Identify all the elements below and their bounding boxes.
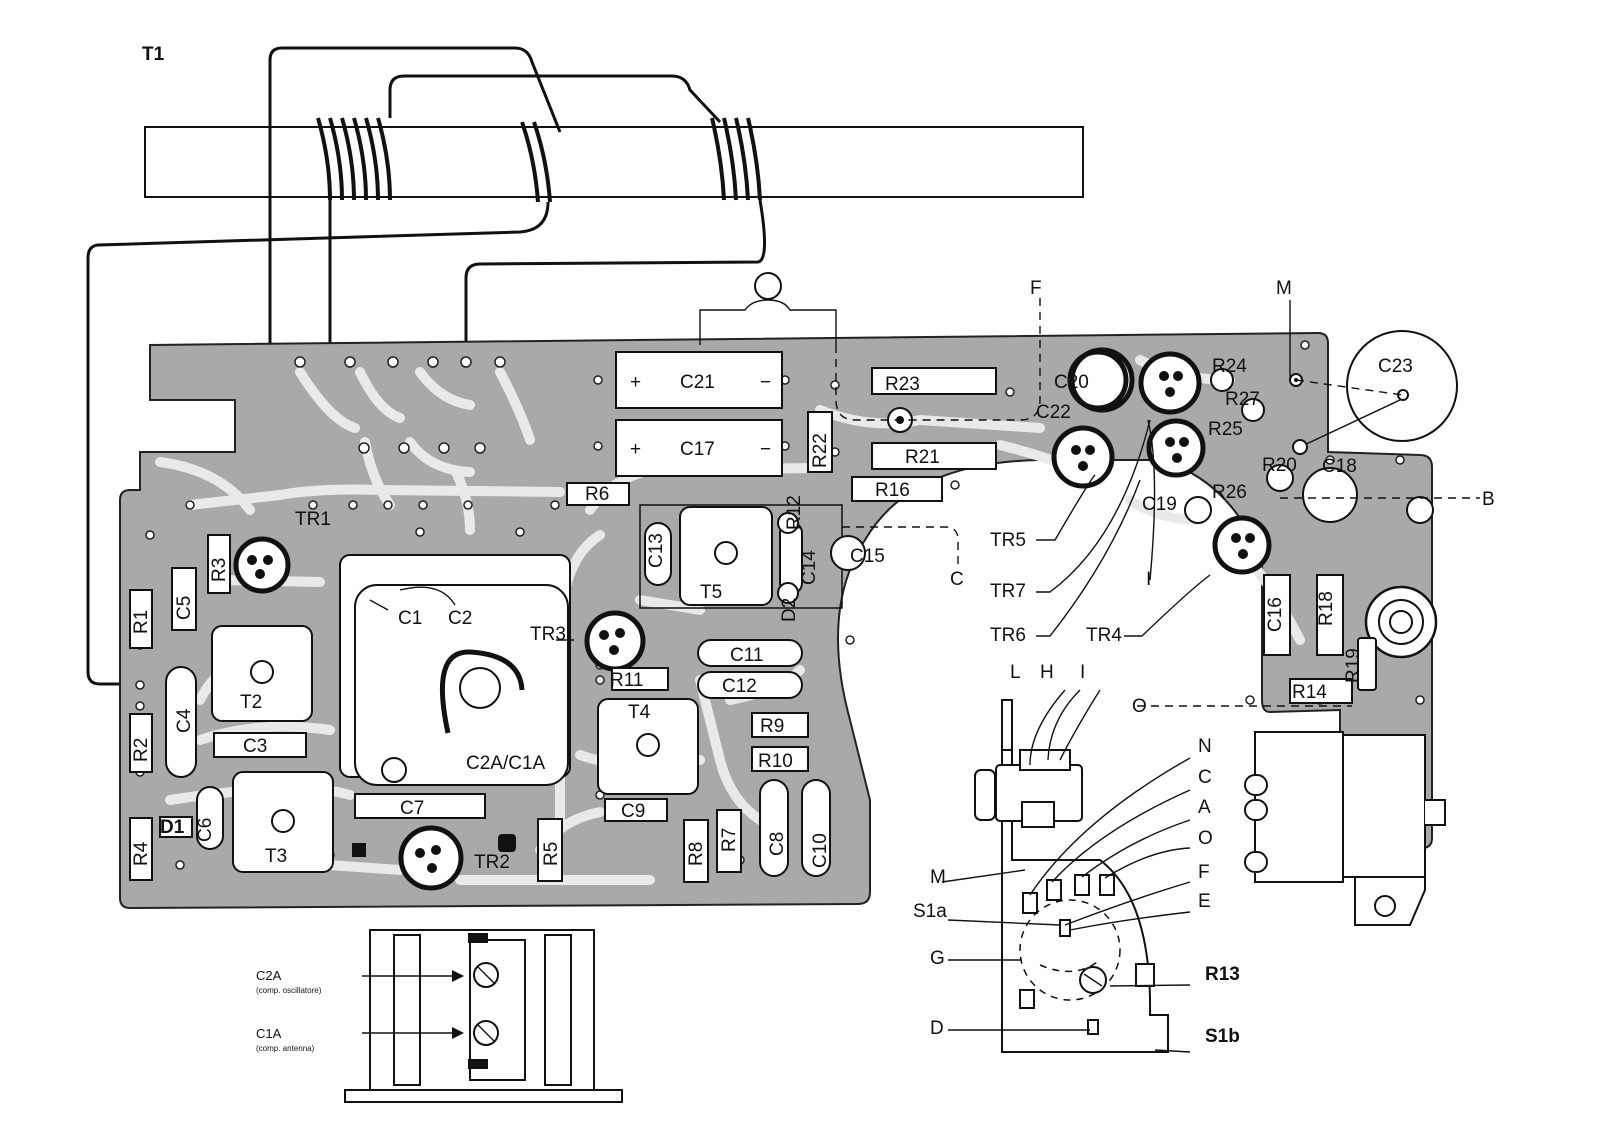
label-switch_right-s1b: S1b (1205, 1026, 1240, 1047)
label-pcb-c4: C4 (174, 708, 195, 733)
svg-text:+: + (630, 439, 641, 460)
label-pcb-c7: C7 (400, 798, 424, 819)
label-pcb-tr1: TR1 (295, 509, 331, 530)
label-pcb-c17: C17 (680, 439, 715, 460)
label-pcb-r1: R1 (131, 610, 152, 634)
label-pcb-c1: C1 (398, 608, 422, 629)
label-pcb-c3: C3 (243, 736, 267, 757)
svg-text:+: + (630, 372, 641, 393)
label-points-o: O (1132, 696, 1147, 717)
trimmer-inset: C2A (comp. oscillatore) C1A (comp. anten… (256, 929, 623, 1103)
label-pcb-r14: R14 (1292, 682, 1327, 703)
label-pcb-c8: C8 (767, 832, 788, 856)
label-pcb-c16: C16 (1265, 597, 1286, 632)
callout-leaders (556, 419, 1211, 641)
label-switch_right-r13: R13 (1205, 964, 1240, 985)
label-pcb-r27: R27 (1225, 389, 1260, 410)
label-pcb-c15: C15 (850, 546, 885, 567)
label-switch_right-f: F (1198, 862, 1210, 883)
label-pcb-c20: C20 (1054, 372, 1089, 393)
label-pcb-r8: R8 (686, 842, 707, 866)
label-callouts_left-tr7: TR7 (990, 581, 1026, 602)
label-pcb-c2: C2 (448, 608, 472, 629)
label-pcb-r11: R11 (610, 670, 643, 691)
label-pcb-r5: R5 (541, 842, 562, 866)
svg-text:−: − (760, 439, 771, 460)
label-pcb-c12: C12 (722, 676, 757, 697)
trimmer-c2a-label: C2A (256, 968, 282, 983)
label-switch_right-a: A (1198, 797, 1211, 818)
label-pcb-t3: T3 (265, 846, 287, 867)
label-switch_right-n: N (1198, 736, 1212, 757)
label-pcb-r26: R26 (1212, 482, 1247, 503)
label-pcb-t2: T2 (240, 692, 262, 713)
svg-text:−: − (760, 372, 771, 393)
label-pcb-r9: R9 (760, 716, 784, 737)
label-switch_left-m: M (930, 867, 946, 888)
label-pcb-r23: R23 (885, 374, 920, 395)
label-pcb-tr3: TR3 (530, 624, 566, 645)
label-pcb-d2: D2 (779, 598, 800, 622)
label-pcb-r7: R7 (719, 828, 740, 852)
label-pcb-c14: C14 (799, 550, 820, 585)
label-pcb-c9: C9 (621, 801, 645, 822)
label-pcb-tr2: TR2 (474, 852, 510, 873)
label-pcb-r4: R4 (131, 841, 152, 866)
label-switch_top-i: I (1080, 662, 1085, 683)
label-pcb-r10: R10 (758, 751, 793, 772)
trimmer-c1a-note: (comp. antenna) (256, 1044, 315, 1053)
label-pcb-r21: R21 (905, 447, 940, 468)
label-switch_right-c: C (1198, 767, 1212, 788)
label-switch_right-o: O (1198, 828, 1213, 849)
label-pcb-r3: R3 (209, 558, 230, 582)
trimmer-c1a-label: C1A (256, 1026, 282, 1041)
label-pcb-c22: C22 (1036, 402, 1071, 423)
label-pcb-t5: T5 (700, 582, 722, 603)
label-pcb-d1: D1 (160, 817, 185, 838)
label-pcb-t4: T4 (628, 702, 651, 723)
label-switch_left-s1a: S1a (913, 901, 947, 922)
label-pcb-r25: R25 (1208, 419, 1243, 440)
label-pcb-r16: R16 (875, 480, 910, 501)
label-pcb-c23: C23 (1378, 356, 1413, 377)
label-pcb-r19: R19 (1343, 648, 1364, 683)
label-pcb-r12: R12 (784, 495, 805, 530)
label-pcb-c6: C6 (195, 818, 216, 842)
ferrite-antenna-t1: T1 (86, 44, 1084, 686)
label-pcb-r6: R6 (585, 484, 609, 505)
label-callouts_left-tr5: TR5 (990, 530, 1026, 551)
label-pcb-c18: C18 (1322, 456, 1357, 477)
label-pcb-c21: C21 (680, 372, 715, 393)
wave-switch-assembly (941, 689, 1191, 1053)
label-pcb-r2: R2 (131, 738, 152, 762)
label-switch_left-d: D (930, 1018, 944, 1039)
label-pcb-c2a-c1a: C2A/C1A (466, 753, 546, 774)
label-pcb-c13: C13 (646, 533, 667, 568)
label-switch_right-e: E (1198, 891, 1211, 912)
label-pcb-c11: C11 (730, 645, 763, 666)
label-points-b: B (1482, 489, 1495, 510)
label-pcb-c5: C5 (174, 596, 195, 620)
label-pcb-r18: R18 (1316, 591, 1337, 626)
label-callouts_left-tr6: TR6 (990, 625, 1026, 646)
pcb-components: + − + − (129, 272, 1480, 926)
label-pcb-r24: R24 (1212, 356, 1247, 377)
label-points-c: C (950, 569, 964, 590)
label-pcb-c10: C10 (810, 833, 831, 868)
label-pcb-c19: C19 (1142, 494, 1177, 515)
label-points-f: F (1030, 278, 1042, 299)
label-points-i: I (1146, 569, 1151, 590)
trimmer-c2a-note: (comp. oscillatore) (256, 986, 322, 995)
label-pcb-r20: R20 (1262, 455, 1297, 476)
label-pcb-r22: R22 (810, 433, 831, 468)
label-t1: T1 (142, 44, 165, 65)
label-switch_top-h: H (1040, 662, 1054, 683)
label-points-m: M (1276, 278, 1292, 299)
label-callouts_left-tr4: TR4 (1086, 625, 1122, 646)
label-switch_top-l: L (1010, 662, 1021, 683)
label-switch_left-g: G (930, 948, 945, 969)
